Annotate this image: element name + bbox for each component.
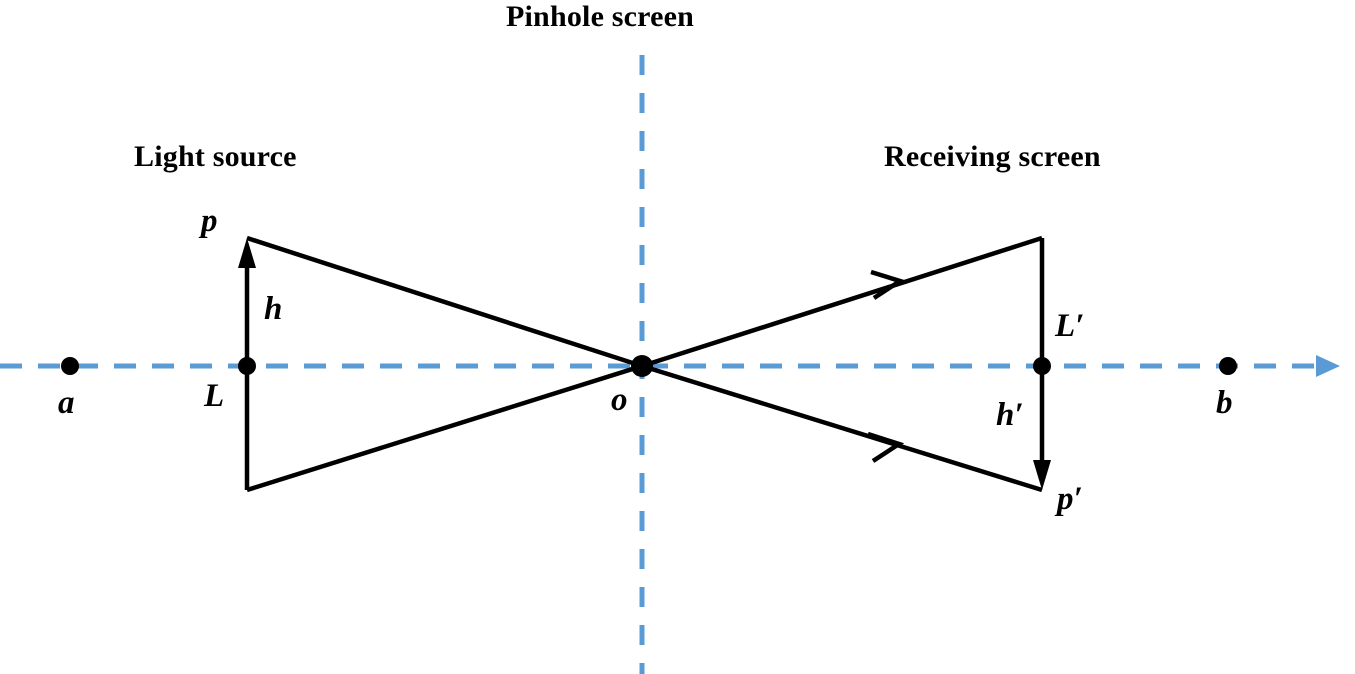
- label-axis-point-a: a: [58, 385, 75, 421]
- ray-lower-incident: [246, 363, 643, 493]
- ray-lower-emergent: [641, 363, 1043, 493]
- label-object-tip-p: p: [201, 203, 218, 239]
- ray-upper-emergent: [641, 235, 1043, 369]
- label-axis-point-b: b: [1216, 385, 1233, 421]
- label-image-height-h-prime: h′: [996, 397, 1024, 434]
- ray-lower-direction-arrow: [867, 431, 905, 463]
- object-arrowhead: [238, 238, 256, 268]
- heading-pinhole-screen: Pinhole screen: [506, 0, 695, 33]
- label-object-base-L: L: [204, 378, 225, 414]
- label-image-height-h-text: h: [996, 397, 1015, 433]
- label-image-tip-p-text: p: [1057, 481, 1074, 517]
- label-image-height-prime-mark: ′: [1014, 397, 1024, 433]
- label-image-base-L-prime: L′: [1055, 308, 1084, 345]
- label-image-base-L-text: L: [1055, 308, 1076, 344]
- image-arrowhead: [1033, 460, 1051, 490]
- object-base-dot: [238, 357, 256, 375]
- ray-upper-direction-arrow: [870, 269, 906, 300]
- ray-upper-incident: [246, 235, 643, 369]
- axis-point-a-dot: [61, 357, 79, 375]
- heading-receiving-screen: Receiving screen: [884, 140, 1101, 173]
- heading-light-source: Light source: [134, 140, 297, 173]
- label-pinhole-center-o: o: [611, 382, 628, 418]
- image-base-dot: [1033, 357, 1051, 375]
- label-object-height-h: h: [264, 291, 283, 327]
- label-image-base-prime-mark: ′: [1075, 308, 1085, 344]
- axis-point-b-dot: [1219, 357, 1237, 375]
- pinhole-center-dot: [631, 355, 653, 377]
- label-image-tip-p-prime: p′: [1057, 481, 1083, 518]
- label-image-tip-prime-mark: ′: [1073, 481, 1083, 517]
